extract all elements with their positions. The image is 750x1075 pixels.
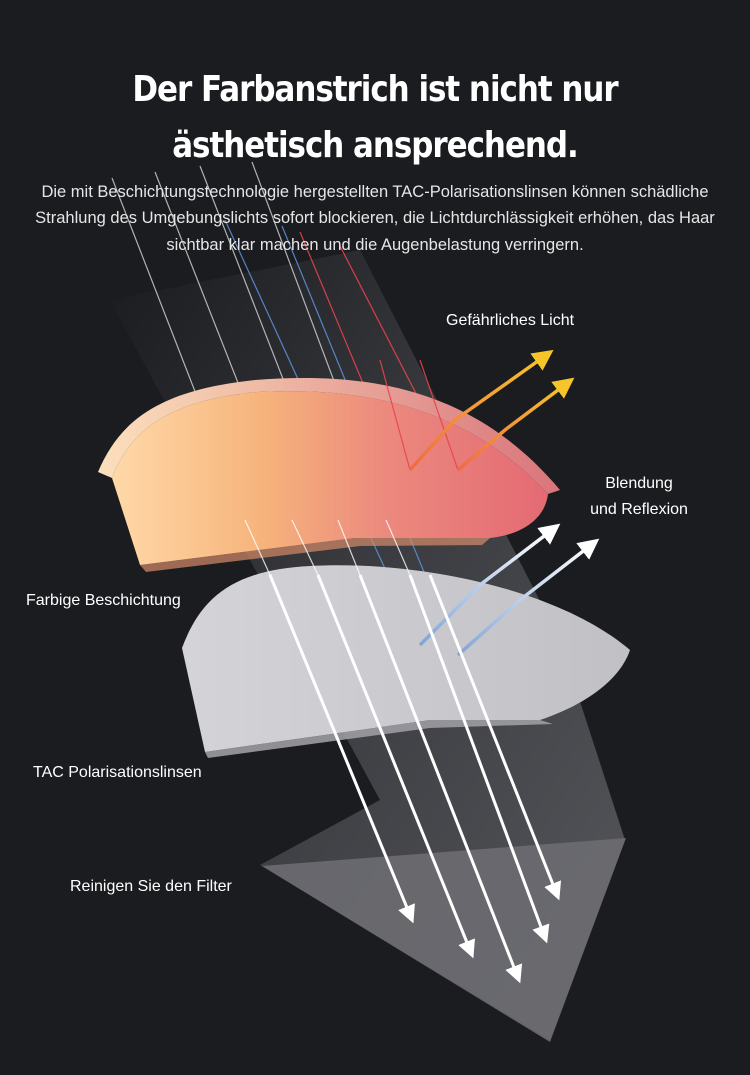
coating-lens-edge [98,377,560,494]
filtered-arrow [358,574,523,984]
label-tac-lenses: TAC Polarisationslinsen [33,764,202,781]
tac-lens [182,565,630,752]
title-line-1: Der Farbanstrich ist nicht nur [132,69,618,111]
title-line-2: ästhetisch ansprechend. [172,125,579,167]
dangerous-light-arrows [408,349,575,472]
filtered-arrow [408,574,550,944]
label-clean-filter: Reinigen Sie den Filter [70,878,232,895]
filtered-arrow [428,574,562,901]
label-glare-line-2: und Reflexion [590,501,688,518]
label-glare-line-1: Blendung [605,475,673,492]
description-text: Die mit Beschichtungstechnologie hergest… [35,182,715,254]
coating-lens [112,391,548,565]
filter-beam-head [262,838,626,1042]
filtered-arrow [268,574,415,924]
filtered-arrow [316,574,475,959]
glare-arrows [418,523,600,657]
filtered-light-arrows [268,574,562,984]
label-glare: Blendung und Reflexion [574,471,704,523]
rays-through-coating [244,359,459,576]
label-dangerous-light: Gefährliches Licht [446,312,575,329]
page-title: Der Farbanstrich ist nicht nur ästhetisc… [53,62,698,174]
label-colored-coating: Farbige Beschichtung [26,592,181,609]
